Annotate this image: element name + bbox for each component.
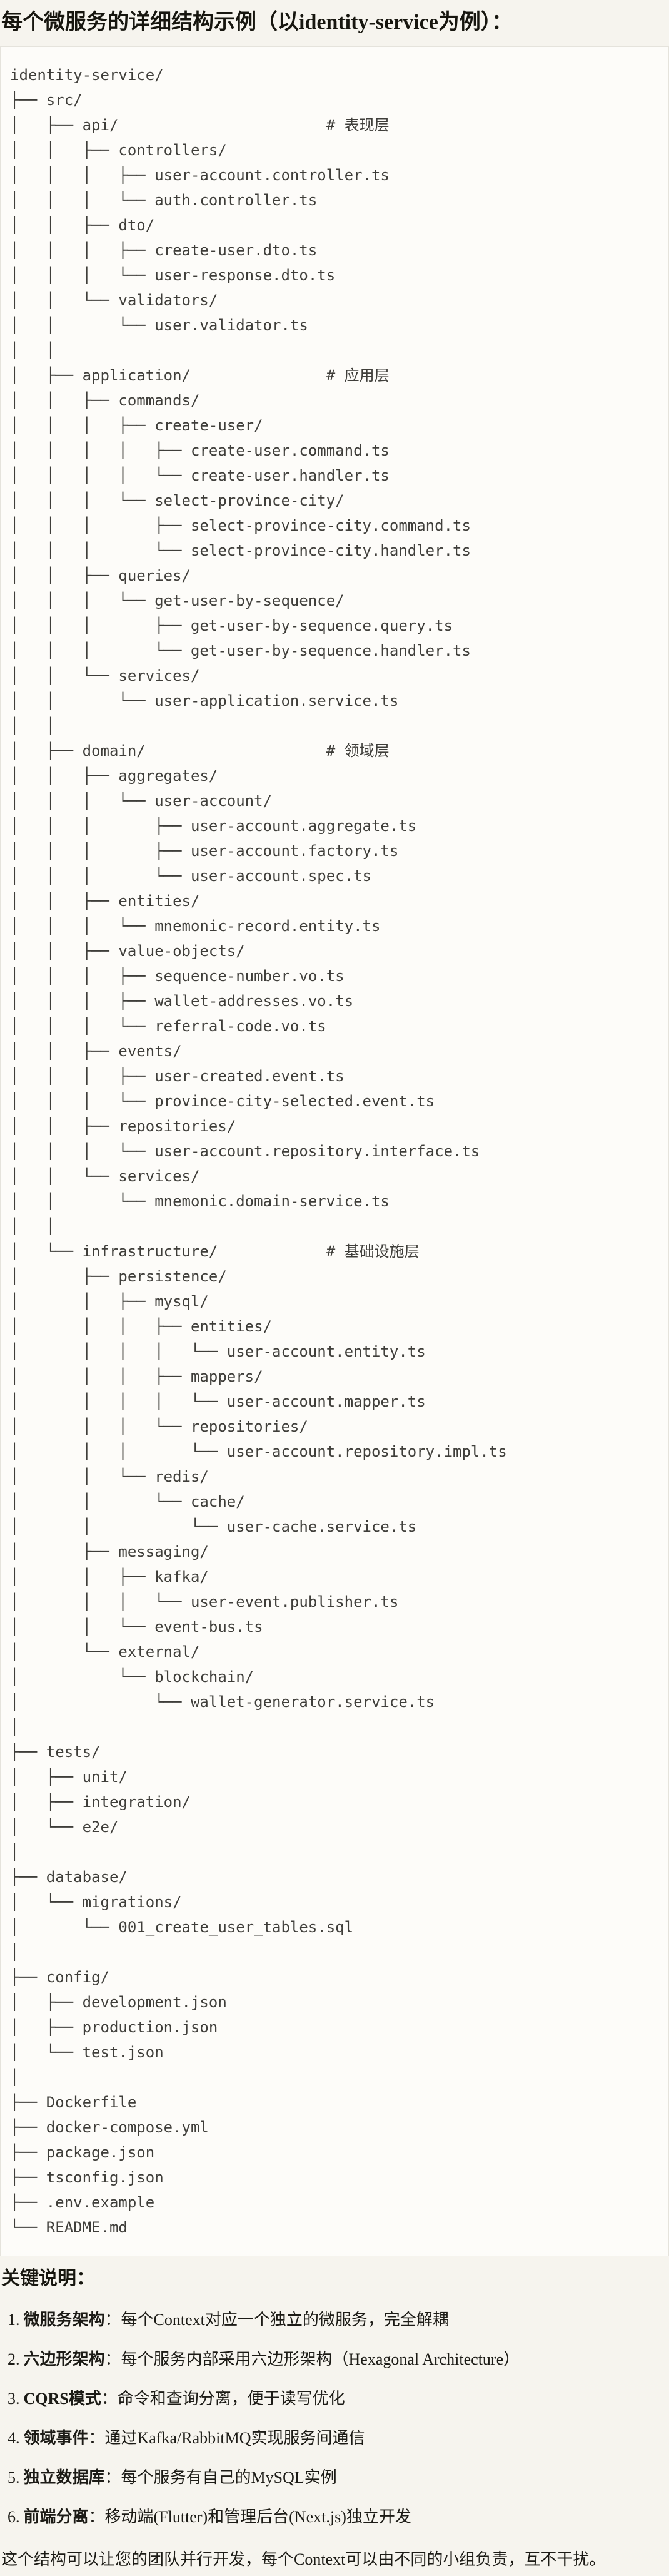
note-text: ：通过Kafka/RabbitMQ实现服务间通信 — [88, 2429, 365, 2447]
note-number: 5. — [8, 2468, 20, 2487]
note-number: 4. — [8, 2429, 20, 2447]
key-note-item: 5.独立数据库：每个服务有自己的MySQL实例 — [1, 2467, 663, 2489]
note-text: ：每个服务内部采用六边形架构（Hexagonal Architecture） — [104, 2350, 520, 2368]
key-note-item: 2.六边形架构：每个服务内部采用六边形架构（Hexagonal Architec… — [1, 2348, 663, 2371]
note-label: CQRS模式 — [23, 2390, 101, 2408]
directory-tree-text: identity-service/ ├── src/ │ ├── api/ # … — [10, 66, 507, 2236]
note-text: ：移动端(Flutter)和管理后台(Next.js)独立开发 — [88, 2508, 411, 2526]
summary-paragraph: 这个结构可以让您的团队并行开发，每个Context可以由不同的小组负责，互不干扰… — [1, 2550, 606, 2568]
key-note-item: 1.微服务架构：每个Context对应一个独立的微服务，完全解耦 — [1, 2309, 663, 2331]
note-number: 6. — [8, 2508, 20, 2526]
page-title: 每个微服务的详细结构示例（以identity-service为例）： — [1, 11, 513, 34]
note-text: ：每个Context对应一个独立的微服务，完全解耦 — [104, 2311, 449, 2329]
key-note-item: 4.领域事件：通过Kafka/RabbitMQ实现服务间通信 — [1, 2427, 663, 2450]
note-label: 领域事件 — [23, 2429, 89, 2447]
key-notes-heading: 关键说明： — [1, 2268, 95, 2289]
note-label: 独立数据库 — [23, 2468, 105, 2487]
note-text: ：命令和查询分离，便于读写优化 — [101, 2390, 345, 2408]
note-label: 微服务架构 — [23, 2311, 105, 2329]
note-number: 1. — [8, 2311, 20, 2329]
directory-tree-block: identity-service/ ├── src/ │ ├── api/ # … — [0, 46, 669, 2256]
note-number: 3. — [8, 2390, 20, 2408]
note-label: 六边形架构 — [23, 2350, 105, 2368]
note-text: ：每个服务有自己的MySQL实例 — [104, 2468, 337, 2487]
key-note-item: 3.CQRS模式：命令和查询分离，便于读写优化 — [1, 2388, 663, 2410]
note-label: 前端分离 — [23, 2508, 89, 2526]
key-note-item: 6.前端分离：移动端(Flutter)和管理后台(Next.js)独立开发 — [1, 2506, 663, 2528]
key-notes-section: 关键说明： 1.微服务架构：每个Context对应一个独立的微服务，完全解耦 2… — [0, 2265, 669, 2571]
note-number: 2. — [8, 2350, 20, 2368]
